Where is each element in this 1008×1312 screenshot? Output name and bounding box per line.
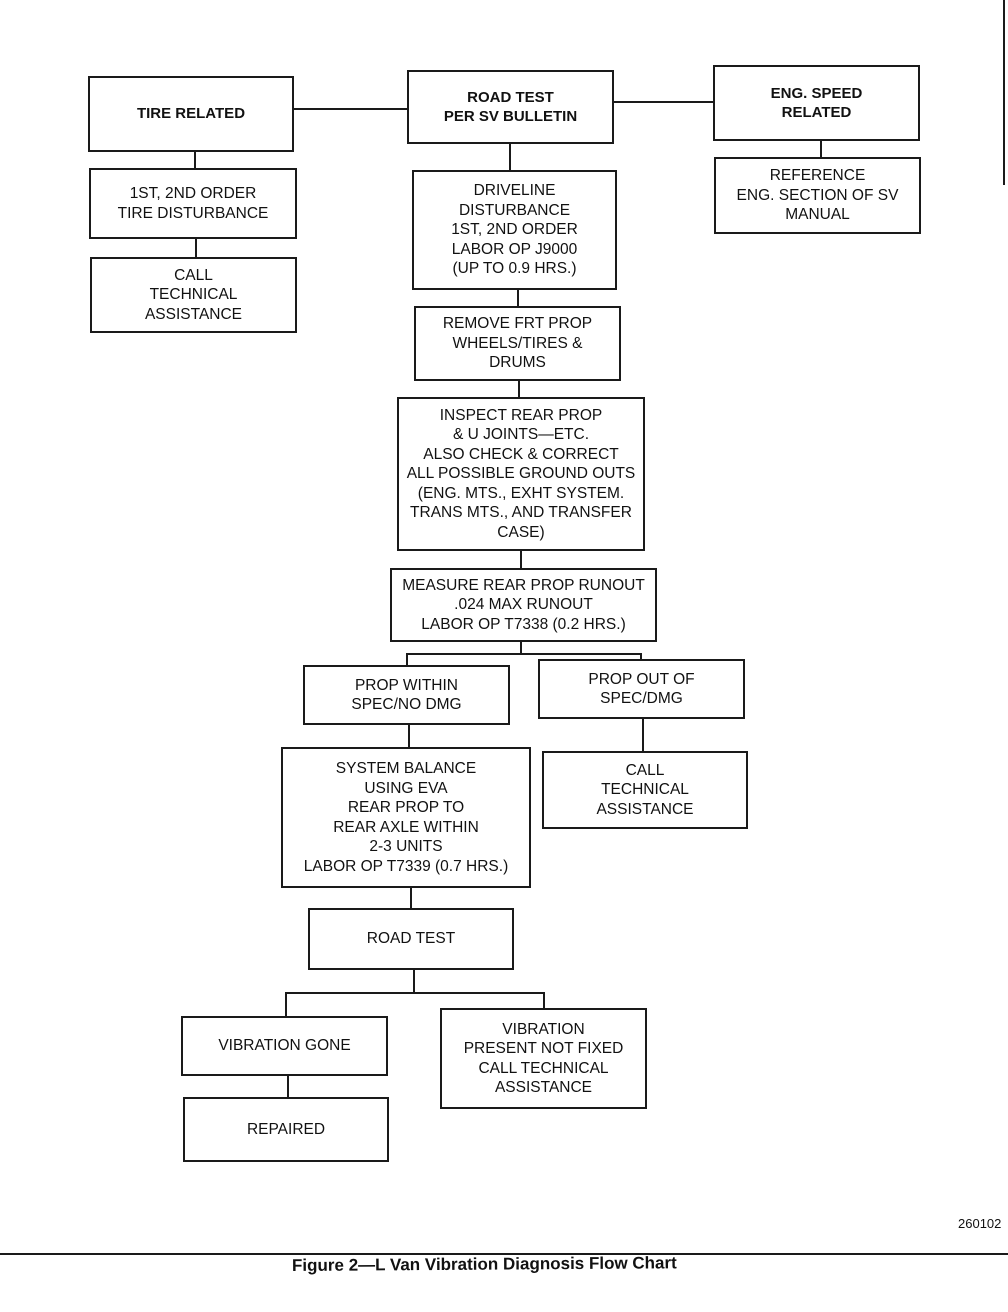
connector-to-prop-out — [640, 653, 642, 660]
connector-to-prop-within — [406, 653, 408, 666]
connector-to-reference — [820, 140, 822, 158]
tire-disturbance-box: 1ST, 2ND ORDER TIRE DISTURBANCE — [89, 168, 297, 239]
page-right-rule — [1003, 0, 1005, 185]
prop-within-spec-box: PROP WITHIN SPEC/NO DMG — [303, 665, 510, 725]
connector-to-road-test-final — [410, 887, 412, 909]
connector-to-inspect — [518, 380, 520, 398]
eng-speed-related-box: ENG. SPEED RELATED — [713, 65, 920, 141]
connector-to-measure — [520, 550, 522, 569]
connector-branch-bar-vibration — [285, 992, 545, 994]
connector-to-call-tech-prop — [642, 718, 644, 752]
tire-related-box: TIRE RELATED — [88, 76, 294, 152]
vibration-gone-box: VIBRATION GONE — [181, 1016, 388, 1076]
connector-tire-related — [293, 108, 409, 110]
connector-eng-speed — [613, 101, 715, 103]
call-technical-assistance-tire-box: CALL TECHNICAL ASSISTANCE — [90, 257, 297, 333]
call-technical-assistance-prop-box: CALL TECHNICAL ASSISTANCE — [542, 751, 748, 829]
prop-out-of-spec-box: PROP OUT OF SPEC/DMG — [538, 659, 745, 719]
driveline-disturbance-box: DRIVELINE DISTURBANCE 1ST, 2ND ORDER LAB… — [412, 170, 617, 290]
system-balance-box: SYSTEM BALANCE USING EVA REAR PROP TO RE… — [281, 747, 531, 888]
figure-id: 260102 — [958, 1216, 1002, 1231]
connector-to-remove-frt-prop — [517, 289, 519, 307]
inspect-rear-prop-box: INSPECT REAR PROP & U JOINTS—ETC. ALSO C… — [397, 397, 645, 551]
reference-eng-section-box: REFERENCE ENG. SECTION OF SV MANUAL — [714, 157, 921, 234]
road-test-bulletin-box: ROAD TEST PER SV BULLETIN — [407, 70, 614, 144]
connector-branch-bar-prop — [406, 653, 642, 655]
road-test-final-box: ROAD TEST — [308, 908, 514, 970]
vibration-present-box: VIBRATION PRESENT NOT FIXED CALL TECHNIC… — [440, 1008, 647, 1109]
connector-to-repaired — [287, 1075, 289, 1098]
connector-to-driveline — [509, 143, 511, 171]
connector-to-system-balance — [408, 724, 410, 748]
remove-frt-prop-box: REMOVE FRT PROP WHEELS/TIRES & DRUMS — [414, 306, 621, 381]
connector-road-test-stem — [413, 969, 415, 993]
repaired-box: REPAIRED — [183, 1097, 389, 1162]
page-bottom-rule — [0, 1253, 1008, 1255]
measure-runout-box: MEASURE REAR PROP RUNOUT .024 MAX RUNOUT… — [390, 568, 657, 642]
connector-to-tire-disturbance — [194, 151, 196, 169]
connector-measure-stem — [520, 641, 522, 654]
connector-to-vibration-gone — [285, 992, 287, 1017]
figure-caption: Figure 2—L Van Vibration Diagnosis Flow … — [291, 1253, 677, 1275]
connector-to-vibration-present — [543, 992, 545, 1009]
connector-to-call-tech-tire — [195, 238, 197, 258]
